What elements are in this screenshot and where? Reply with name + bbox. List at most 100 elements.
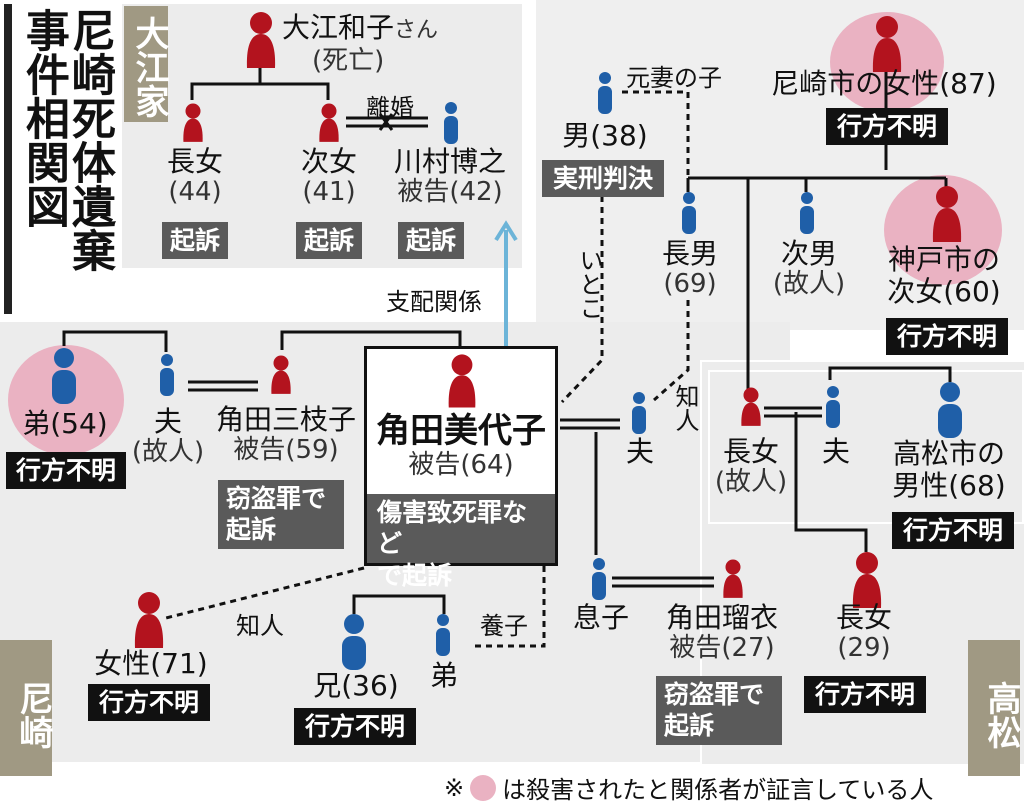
female-figure-icon	[134, 592, 164, 648]
person-oe-kazuko: 大江和子さん (死亡)	[282, 11, 439, 77]
person-role: 被告(27)	[669, 633, 775, 664]
group-tag-amagasaki: 尼崎	[0, 640, 53, 776]
relation-divorce: 離婚	[366, 94, 414, 122]
person-name: 夫	[153, 405, 182, 438]
person-note: (故人)	[772, 269, 846, 300]
female-figure-icon	[852, 552, 882, 608]
person-second-son: 次男 (故人)	[764, 237, 854, 300]
male-figure-icon	[938, 382, 962, 438]
badge-line: で起訴	[377, 560, 453, 590]
person-name: 息子	[572, 601, 629, 634]
badge-line: 窃盗罪で	[226, 484, 327, 513]
person-role: 次女(60)	[887, 275, 1001, 309]
male-figure-icon	[826, 386, 840, 428]
status-badge: 行方不明	[6, 452, 126, 490]
person-name: 次女	[300, 145, 357, 178]
person-younger-brother: 弟	[424, 659, 464, 692]
female-figure-icon	[246, 12, 276, 68]
person-name: 兄(36)	[313, 669, 399, 702]
status-badge: 行方不明	[886, 318, 1008, 356]
person-kobe-daughter: 神戸市の 次女(60)	[880, 243, 1008, 309]
person-note: (死亡)	[312, 46, 385, 77]
male-figure-icon	[592, 558, 606, 600]
page-title: 尼崎死体遺棄事件相関図	[4, 4, 115, 314]
female-figure-icon	[448, 354, 476, 408]
relation-cousin: いとこ	[575, 248, 603, 320]
person-suffix: さん	[394, 18, 439, 43]
status-badge: 傷害致死罪など で起訴	[367, 494, 555, 590]
status-badge: 窃盗罪で 起訴	[656, 676, 782, 745]
status-badge: 行方不明	[804, 676, 926, 714]
male-figure-icon	[342, 614, 366, 670]
person-takamatsu-man: 高松市の 男性(68)	[884, 437, 1014, 502]
person-age: (44)	[168, 177, 222, 208]
takamatsu-inner-panel	[708, 370, 1024, 524]
male-figure-icon	[160, 354, 174, 396]
group-tag-amagasaki-label: 尼崎	[13, 681, 53, 749]
person-name: 男(38)	[562, 119, 648, 152]
male-figure-icon	[682, 192, 696, 234]
person-husband: 夫	[620, 435, 660, 468]
badge-line: 起訴	[664, 711, 715, 741]
female-figure-icon	[271, 355, 291, 394]
female-figure-icon	[741, 387, 761, 426]
person-son: 息子	[566, 601, 636, 634]
person-kawamura: 川村博之 被告(42)	[388, 145, 512, 208]
female-figure-icon	[932, 186, 962, 242]
person-age: (69)	[663, 269, 717, 300]
relation-ex-wife-child: 元妻の子	[626, 64, 722, 92]
footnote-mark: ※	[444, 773, 465, 802]
person-takamatsu-eldest-daughter: 長女 (故人)	[708, 435, 794, 498]
person-role: 被告(42)	[397, 177, 503, 208]
person-takamatsu-daughter-29: 長女 (29)	[824, 601, 904, 664]
person-name: 角田美代子	[376, 411, 546, 451]
person-name: 角田瑠衣	[665, 601, 778, 634]
person-amagasaki-woman: 尼崎市の女性(87)	[766, 67, 1002, 100]
person-name: 角田三枝子	[215, 403, 356, 436]
footnote: ※ は殺害されたと関係者が証言している人	[444, 770, 933, 805]
badge-line: 傷害致死罪など	[377, 498, 528, 559]
group-tag-takamatsu: 高松	[968, 640, 1021, 776]
group-tag-takamatsu-label: 高松	[981, 681, 1021, 749]
person-late-husband: 夫 (故人)	[128, 405, 208, 468]
status-badge: 窃盗罪で 起訴	[218, 480, 344, 549]
person-name: 女性(71)	[94, 647, 208, 680]
person-name: 夫	[821, 435, 850, 468]
person-name: 弟	[429, 659, 458, 692]
male-figure-icon	[444, 102, 458, 144]
badge-line: 窃盗罪で	[664, 680, 765, 709]
female-figure-icon	[872, 16, 902, 72]
male-figure-icon	[598, 72, 612, 114]
group-tag-oe: 大江家	[124, 6, 169, 122]
status-badge: 行方不明	[294, 708, 416, 746]
person-name: 弟(54)	[22, 407, 108, 440]
relation-control: 支配関係	[386, 288, 482, 316]
person-note: (故人)	[714, 467, 788, 498]
killed-marker-legend-icon	[470, 774, 497, 801]
status-badge: 行方不明	[88, 684, 210, 722]
relation-acquaintance: 知人	[671, 384, 699, 432]
status-badge: 起訴	[162, 222, 228, 260]
status-badge: 起訴	[296, 222, 362, 260]
person-name: 大江和子	[282, 11, 395, 44]
relation-acquaintance-2: 知人	[236, 612, 284, 640]
male-figure-icon	[800, 192, 814, 234]
male-figure-icon	[436, 614, 450, 656]
badge-line: 起訴	[226, 515, 277, 545]
person-oe-eldest-daughter: 長女 (44)	[160, 145, 230, 208]
title-text: 尼崎死体遺棄事件相関図	[17, 8, 115, 272]
person-name: 長女	[835, 601, 892, 634]
person-name: 神戸市の	[887, 243, 1000, 276]
person-name: 長女	[166, 145, 223, 178]
person-rui: 角田瑠衣 被告(27)	[656, 601, 788, 664]
person-oe-second-daughter: 次女 (41)	[294, 145, 364, 208]
person-name: 尼崎市の女性(87)	[771, 67, 997, 100]
male-figure-icon	[52, 348, 76, 404]
person-age: (29)	[837, 633, 891, 664]
status-badge: 行方不明	[826, 108, 948, 146]
person-name: 次男	[780, 237, 837, 270]
female-figure-icon	[319, 103, 339, 142]
person-name: 川村博之	[393, 145, 506, 178]
status-badge: 起訴	[398, 222, 464, 260]
person-eldest-son: 長男 (69)	[658, 237, 722, 300]
